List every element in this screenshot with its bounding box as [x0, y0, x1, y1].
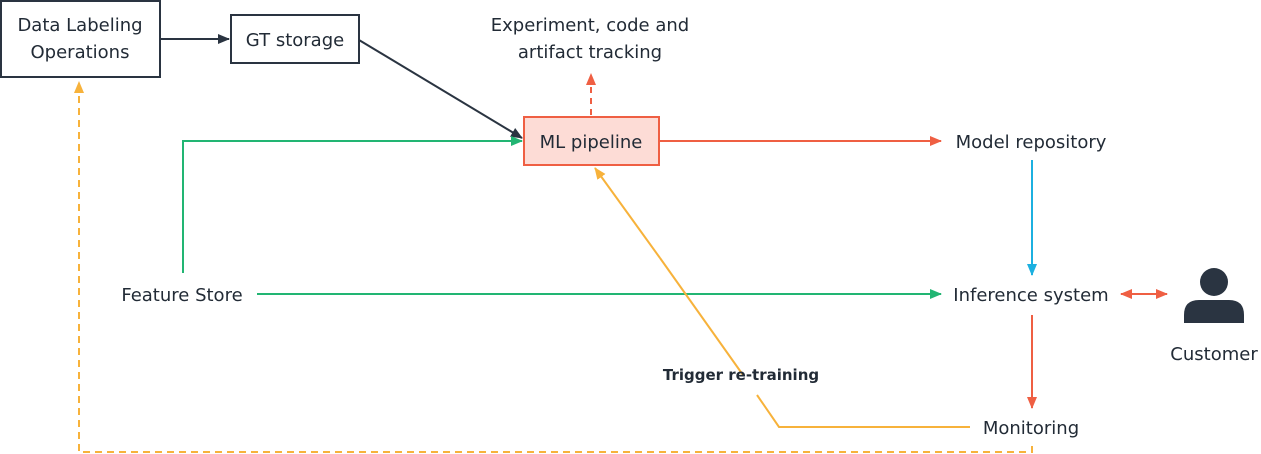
data-labeling-line-1: Data Labeling [17, 15, 142, 36]
edge-retrain-mid [659, 257, 744, 376]
edge-monitoring-to-labeling [74, 81, 1033, 453]
customer-label: Customer [1170, 344, 1258, 365]
edge-featurestore-to-pipeline [182, 136, 523, 273]
node-data-labeling: Data Labeling Operations [0, 0, 161, 78]
node-gt-storage: GT storage [230, 14, 360, 64]
data-labeling-line-2: Operations [31, 42, 130, 63]
inference-system-label: Inference system [953, 285, 1108, 306]
node-experiment-tracking: Experiment, code and artifact tracking [491, 15, 689, 63]
ml-pipeline-label: ML pipeline [540, 132, 643, 153]
edge-retrain-to-pipeline [594, 167, 661, 259]
model-repository-label: Model repository [956, 132, 1107, 153]
edge-gt-to-pipeline [358, 39, 523, 139]
experiment-tracking-line-2: artifact tracking [518, 42, 662, 63]
trigger-retraining-label: Trigger re-training [663, 366, 819, 384]
monitoring-label: Monitoring [983, 418, 1079, 439]
edge-monitoring-to-pipeline [756, 394, 970, 428]
feature-store-label: Feature Store [121, 285, 242, 306]
experiment-tracking-line-1: Experiment, code and [491, 15, 689, 36]
gt-storage-label: GT storage [246, 30, 344, 51]
node-ml-pipeline: ML pipeline [523, 116, 660, 166]
customer-icon [1184, 268, 1244, 323]
